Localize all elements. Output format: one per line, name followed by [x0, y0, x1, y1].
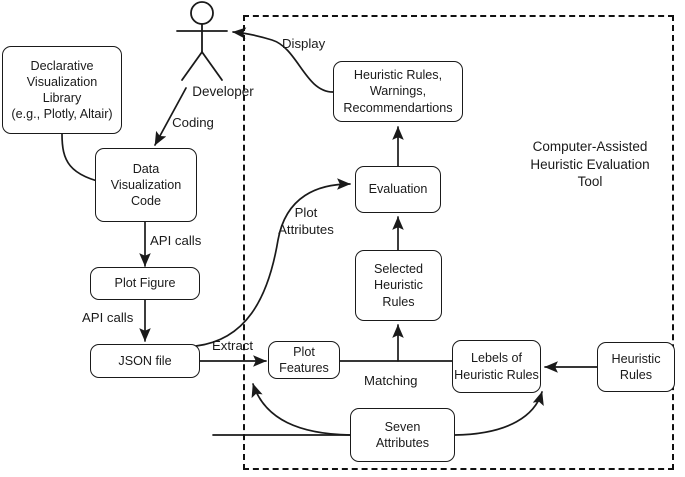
edge-seven-attributes-to-lebels: [454, 391, 544, 436]
node-heuristic-rules-warnings-recommendations[interactable]: Heuristic Rules, Warnings, Recommendarti…: [333, 61, 463, 122]
node-json-file[interactable]: JSON file: [90, 344, 200, 378]
edge-label-api-calls-1: API calls: [150, 233, 202, 248]
edge-plot-attributes: [195, 178, 351, 347]
node-evaluation[interactable]: Evaluation: [355, 166, 441, 213]
node-selected-heuristic-rules[interactable]: Selected Heuristic Rules: [355, 250, 442, 321]
node-lebels-of-heuristic-rules[interactable]: Lebels of Heuristic Rules: [452, 340, 541, 393]
node-plot-figure[interactable]: Plot Figure: [90, 267, 200, 300]
edge-label-plot-attributes: Plot Attributes: [278, 205, 334, 237]
node-plot-features[interactable]: Plot Features: [268, 341, 340, 379]
edge-label-matching: Matching: [364, 373, 418, 388]
edge-label-extract: Extract: [212, 338, 254, 353]
developer-label: Developer: [192, 84, 254, 99]
node-seven-attributes[interactable]: Seven Attributes: [350, 408, 455, 462]
edge-label-api-calls-2: API calls: [82, 310, 134, 325]
computer-assisted-tool-region: [243, 15, 674, 470]
edge-seven-attributes-to-json: [251, 383, 351, 436]
region-title: Computer-Assisted Heuristic Evaluation T…: [530, 139, 650, 190]
node-data-visualization-code[interactable]: Data Visualization Code: [95, 148, 197, 222]
node-heuristic-rules[interactable]: Heuristic Rules: [597, 342, 675, 392]
edge-coding: [154, 87, 187, 146]
edge-label-display: Display: [282, 36, 326, 51]
node-declarative-visualization-library[interactable]: Declarative Visualization Library (e.g.,…: [2, 46, 122, 134]
developer-stick-figure: [176, 1, 228, 81]
edge-label-coding: Coding: [172, 115, 214, 130]
